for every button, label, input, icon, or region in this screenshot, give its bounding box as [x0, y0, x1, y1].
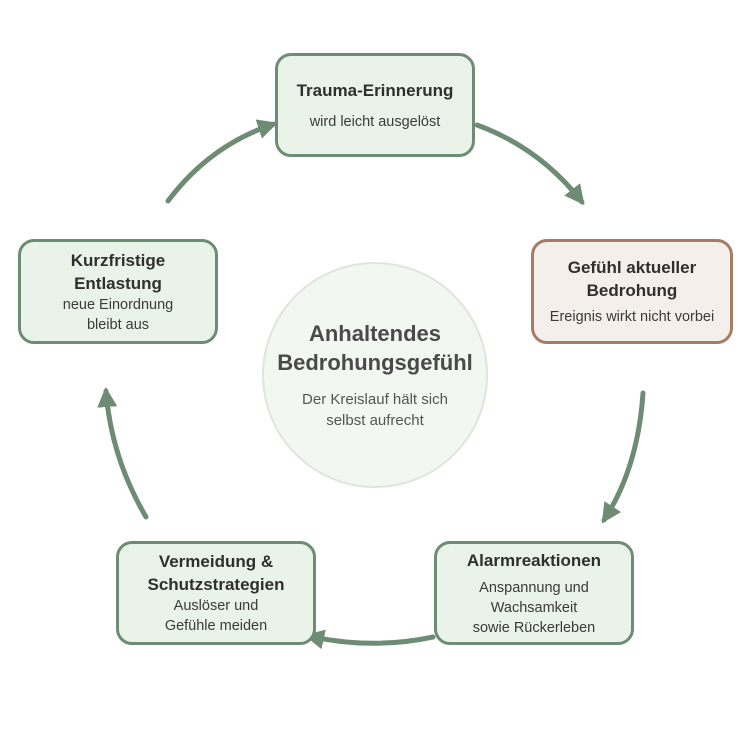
arrow-relief-to-trauma — [165, 119, 278, 204]
node-title: Alarmreaktionen — [466, 550, 602, 570]
node-subtitle: Auslöser und Gefühle meiden — [164, 598, 268, 634]
node-subtitle: wird leicht ausgelöst — [309, 113, 441, 130]
node-title: Trauma-Erinnerung — [296, 80, 454, 100]
node-short-relief: Kurzfristige Entlastung neue Einordnung … — [18, 239, 218, 344]
node-avoidance: Vermeidung & Schutzstrategien Auslöser u… — [116, 541, 316, 645]
node-alarm-reactions: Alarmreaktionen Anspannung und Wachsamke… — [434, 541, 634, 645]
arrow-alarm-to-avoidance — [304, 629, 436, 650]
center-subtitle: Der Kreislauf hält sich selbst aufrecht — [302, 391, 448, 429]
arrow-trauma-to-threat — [474, 122, 585, 206]
node-subtitle: Anspannung und Wachsamkeit sowie Rückerl… — [472, 579, 596, 636]
arrow-avoidance-to-relief — [97, 387, 149, 520]
node-trauma-memory: Trauma-Erinnerung wird leicht ausgelöst — [275, 53, 475, 157]
arrow-threat-to-alarm — [601, 390, 646, 524]
center-circle: Anhaltendes Bedrohungsgefühl Der Kreisla… — [262, 262, 488, 488]
node-title: Vermeidung & Schutzstrategien — [147, 552, 285, 594]
node-current-threat: Gefühl aktueller Bedrohung Ereignis wirk… — [531, 239, 733, 344]
node-title: Kurzfristige Entlastung — [70, 250, 166, 293]
node-title: Gefühl aktueller Bedrohung — [567, 258, 697, 300]
node-subtitle: Ereignis wirkt nicht vorbei — [549, 309, 715, 325]
center-title: Anhaltendes Bedrohungsgefühl — [277, 321, 473, 375]
node-subtitle: neue Einordnung bleibt aus — [62, 296, 174, 333]
